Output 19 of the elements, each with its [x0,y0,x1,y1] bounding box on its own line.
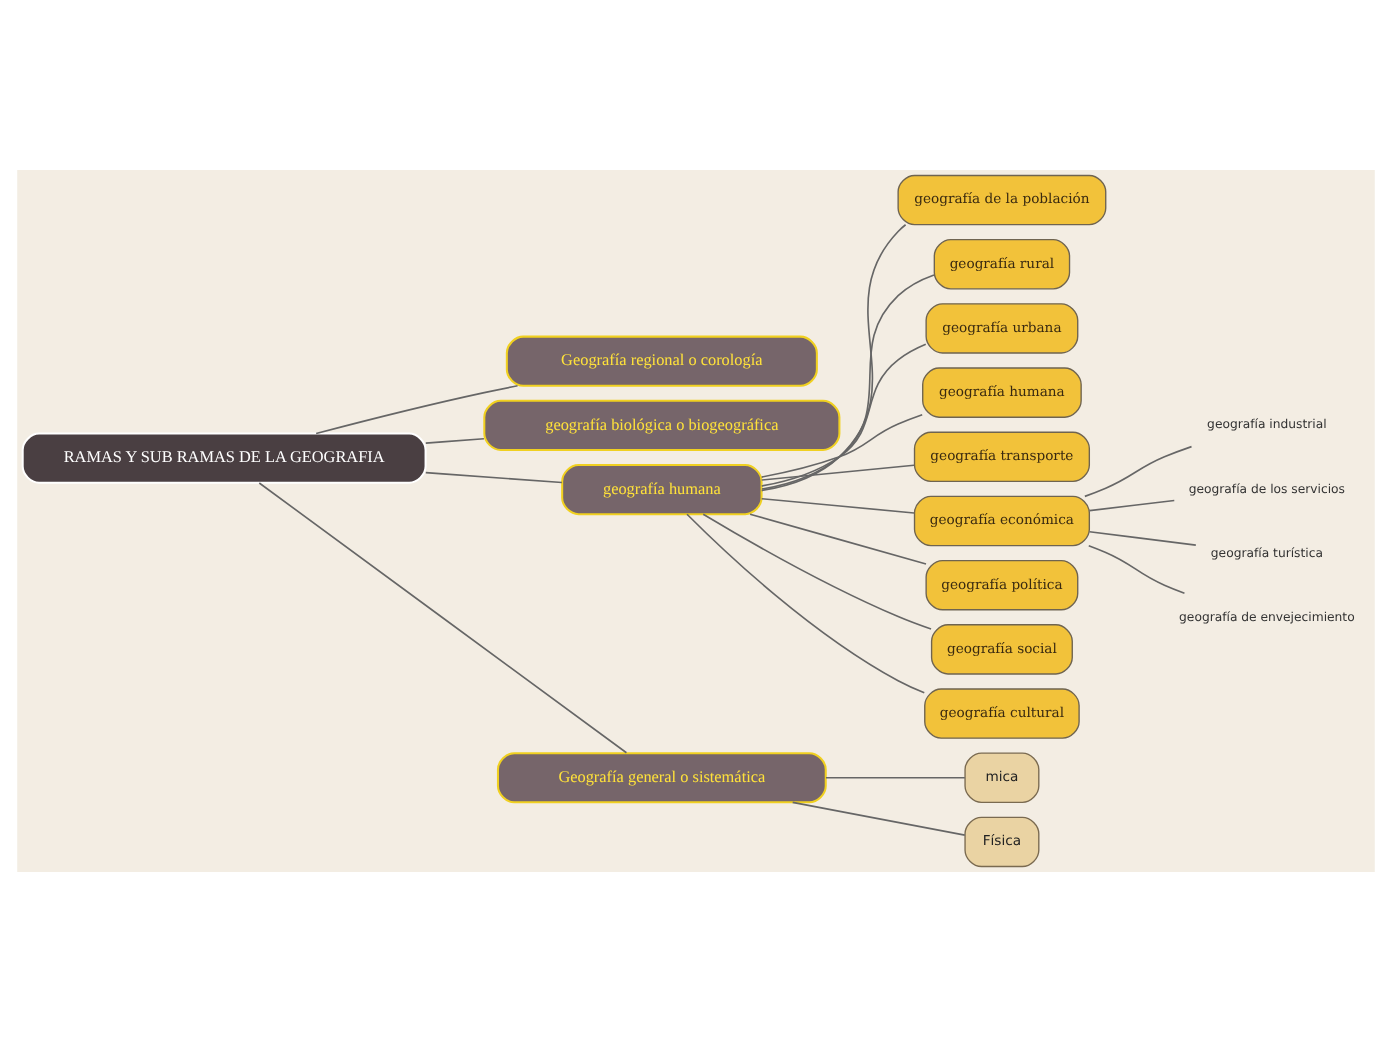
connector [1087,543,1186,594]
connector [760,496,915,513]
connector [760,463,915,480]
connector [791,800,966,835]
connector [749,512,927,564]
connector [702,512,932,629]
connector [761,273,935,489]
connector [1088,498,1176,511]
connector [315,384,519,434]
connector [1084,444,1193,497]
connector [760,222,907,491]
connector [760,412,924,477]
connector [760,342,927,486]
connector [825,775,966,778]
connector [686,512,926,693]
connector [425,436,485,443]
connector [425,470,563,483]
connector [258,481,628,753]
connector [1088,529,1197,545]
